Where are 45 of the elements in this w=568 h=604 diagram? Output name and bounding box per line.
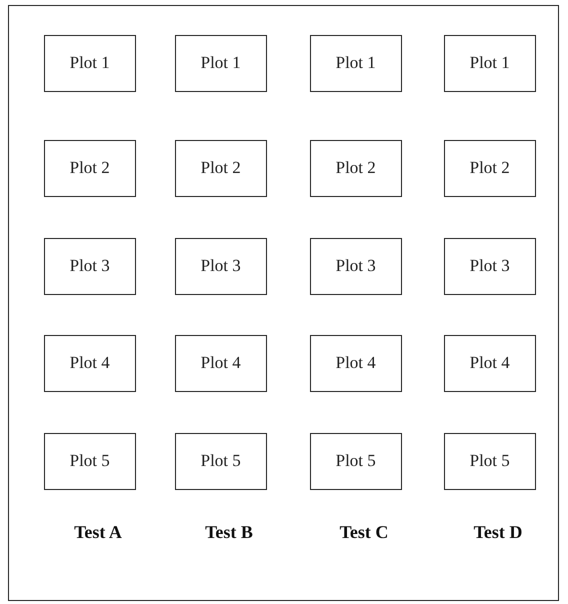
plot-label: Plot 5 (336, 451, 376, 472)
test-label: Test C (339, 521, 389, 544)
plot-box (310, 334, 402, 392)
plot-box (444, 432, 536, 490)
test-label: Test A (73, 521, 123, 544)
test-label: Test D (473, 521, 523, 544)
plot-box (174, 432, 267, 490)
plot-label: Plot 5 (470, 451, 510, 472)
plot-label: Plot 1 (70, 53, 110, 74)
plot-label: Plot 2 (70, 158, 110, 178)
frame-border (8, 5, 559, 601)
plot-box (44, 334, 136, 392)
plot-box (174, 34, 267, 92)
plot-box (310, 238, 402, 295)
plot-box (444, 34, 536, 92)
plot-label: Plot 2 (470, 158, 510, 178)
plot-box (444, 238, 536, 295)
plot-label: Plot 1 (470, 53, 510, 74)
plot-label: Plot 3 (70, 256, 110, 276)
plot-box (174, 140, 267, 197)
plot-label: Plot 1 (200, 53, 241, 74)
plot-label: Plot 4 (470, 353, 510, 374)
plot-box (174, 334, 267, 392)
plot-label: Plot 2 (200, 158, 241, 178)
plot-label: Plot 3 (336, 256, 376, 276)
plot-box (44, 140, 136, 197)
plot-label: Plot 3 (470, 256, 510, 276)
plot-box (310, 34, 402, 92)
plot-box (44, 432, 136, 490)
plot-box (444, 334, 536, 392)
plot-box (310, 140, 402, 197)
test-label: Test B (204, 521, 254, 544)
plot-label: Plot 4 (200, 353, 241, 374)
plot-box (44, 34, 136, 92)
plot-label: Plot 1 (336, 53, 376, 74)
plot-label: Plot 4 (336, 353, 376, 374)
plot-box (174, 238, 267, 295)
plot-label: Plot 5 (200, 451, 241, 472)
plot-box (444, 140, 536, 197)
plot-label: Plot 4 (70, 353, 110, 374)
plot-label: Plot 2 (336, 158, 376, 178)
plot-label: Plot 5 (70, 451, 110, 472)
plot-label: Plot 3 (200, 256, 241, 276)
plot-box (44, 238, 136, 295)
plot-box (310, 432, 402, 490)
